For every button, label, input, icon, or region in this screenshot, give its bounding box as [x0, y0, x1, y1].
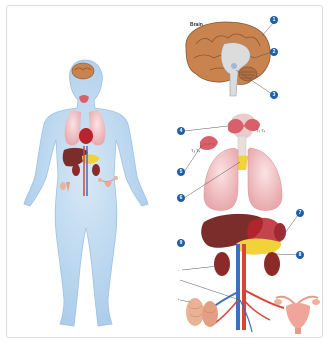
brain-small — [72, 63, 94, 79]
badge-8: 8 — [296, 251, 304, 259]
svg-text:2: 2 — [273, 49, 276, 55]
svg-text:1: 1 — [273, 17, 276, 23]
brain-detail — [186, 22, 270, 96]
svg-text:4: 4 — [180, 128, 183, 134]
badge-1: 1 — [270, 16, 278, 24]
thyroid-label-left: T₃ T₄ — [191, 148, 201, 153]
badge-2: 2 — [270, 48, 278, 56]
testes-detail — [186, 298, 218, 327]
parathyroid-detail — [200, 136, 218, 150]
svg-text:6: 6 — [180, 195, 183, 201]
badge-6: 6 — [177, 194, 185, 202]
badge-7: 7 — [296, 209, 304, 217]
svg-text:3: 3 — [273, 92, 276, 98]
svg-text:5: 5 — [180, 169, 183, 175]
svg-text:8: 8 — [299, 252, 302, 258]
small-mark-2: * — [178, 297, 180, 302]
svg-text:7: 7 — [299, 210, 302, 216]
brain-label: Brain — [190, 22, 203, 28]
badge-9: 9 — [177, 239, 185, 247]
spleen-detail — [274, 223, 286, 241]
badge-5: 5 — [177, 168, 185, 176]
thyroid-label-right: T₃ T₄ — [256, 128, 266, 133]
heart-small — [79, 128, 93, 144]
trachea — [238, 136, 246, 156]
small-mark-1: - — [178, 267, 180, 272]
badge-4: 4 — [177, 127, 185, 135]
thyroid-detail — [228, 114, 260, 139]
badge-3: 3 — [270, 91, 278, 99]
uterus-ovaries-detail — [274, 297, 320, 334]
svg-text:9: 9 — [180, 240, 183, 246]
